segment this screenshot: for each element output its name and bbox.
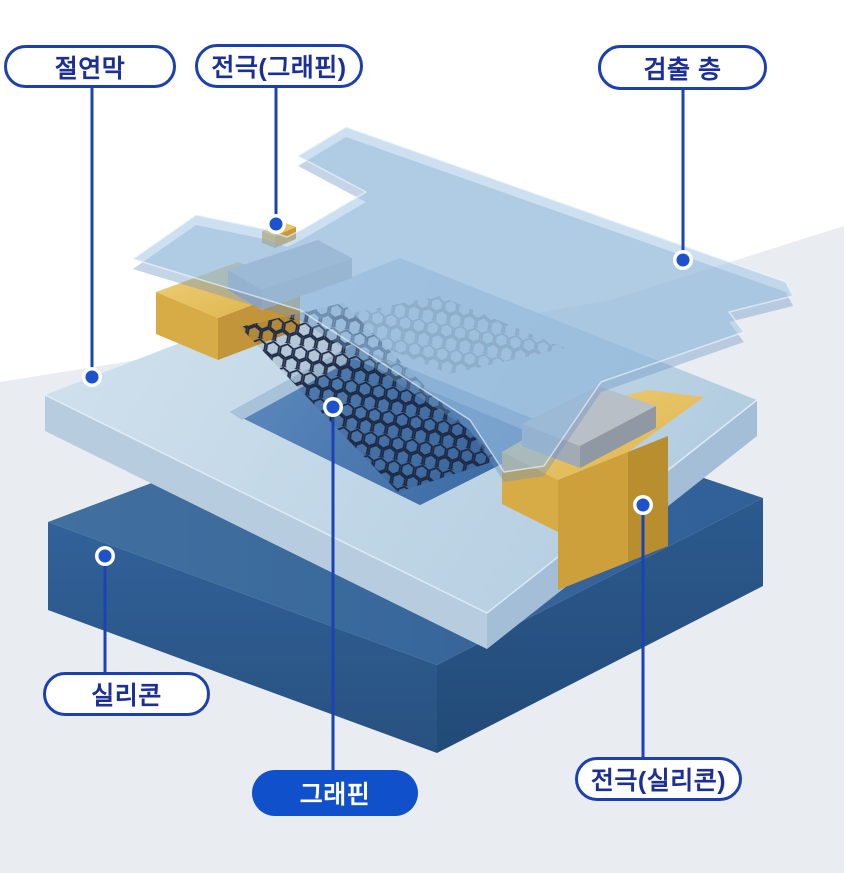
dot-detection-layer xyxy=(673,250,693,270)
label-insulating-film-text: 절연막 xyxy=(54,54,126,83)
dot-silicon xyxy=(95,546,115,566)
dot-electrode-silicon xyxy=(633,495,653,515)
graphene-mesh xyxy=(240,303,498,492)
label-silicon: 실리콘 xyxy=(43,672,210,716)
label-silicon-text: 실리콘 xyxy=(91,682,162,710)
label-electrode-silicon-text: 전극(실리콘) xyxy=(590,767,727,795)
label-detection-layer: 검출 층 xyxy=(598,45,767,90)
label-electrode-graphene: 전극(그래핀) xyxy=(195,44,363,88)
connector-dots xyxy=(82,214,693,566)
label-electrode-silicon: 전극(실리콘) xyxy=(575,757,742,801)
label-graphene-text: 그래핀 xyxy=(299,781,371,809)
label-electrode-graphene-text: 전극(그래핀) xyxy=(211,54,347,82)
dot-insulating-film xyxy=(82,367,102,387)
label-graphene: 그래핀 xyxy=(252,770,418,816)
label-detection-layer-text: 검출 층 xyxy=(643,55,722,84)
graphene-mesh-reflection xyxy=(315,296,565,374)
dot-graphene xyxy=(323,397,343,417)
label-insulating-film: 절연막 xyxy=(4,45,176,88)
connector-lines xyxy=(90,88,685,771)
dot-electrode-graphene xyxy=(266,214,286,234)
